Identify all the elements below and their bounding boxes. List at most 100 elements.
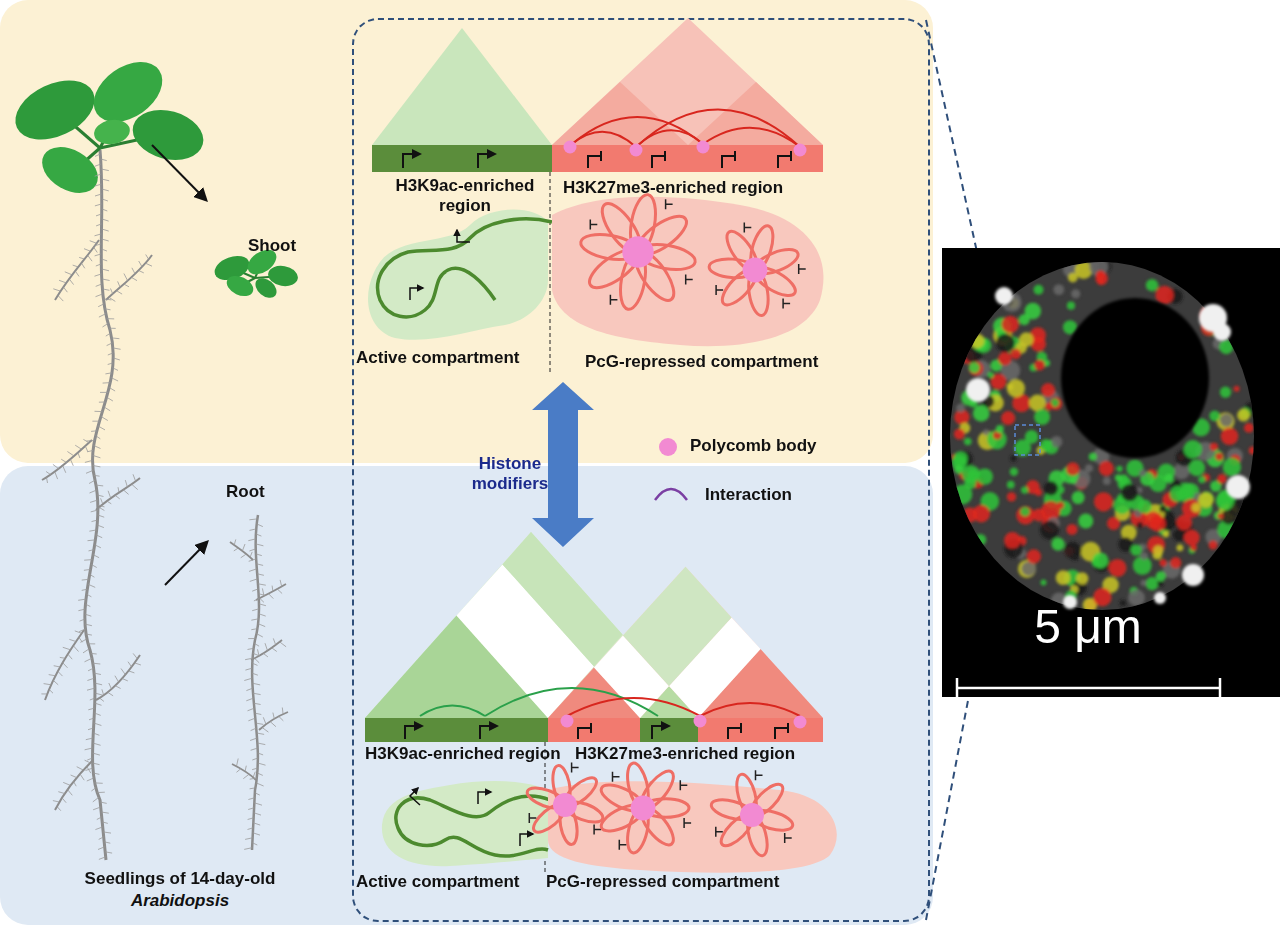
- root-hair: [46, 472, 51, 475]
- repressed-loop: [579, 193, 806, 317]
- root-hair: [98, 847, 105, 850]
- root-hair: [49, 689, 53, 693]
- shoot-chromatin: [368, 210, 548, 340]
- root-hair: [252, 589, 258, 591]
- fluorescence-signal: [1182, 499, 1201, 518]
- root-hair: [94, 673, 101, 674]
- root-hair: [257, 773, 263, 775]
- fluorescence-signal: [1002, 316, 1019, 333]
- root-contact-map: [548, 567, 823, 718]
- root-hair: [100, 802, 107, 803]
- fluorescence-signal: [1067, 524, 1078, 535]
- fluorescence-signal: [1029, 395, 1046, 412]
- fluorescence-signal: [1076, 572, 1088, 584]
- seedling: [85, 150, 113, 860]
- root-contact-map: [420, 688, 658, 716]
- root-hair: [54, 666, 61, 667]
- root-hair: [109, 328, 115, 329]
- shoot-contact-map: [372, 28, 552, 145]
- repressed-loop: [743, 258, 768, 283]
- root-hair: [75, 271, 79, 277]
- root-hair: [93, 773, 99, 774]
- shoot-drawing: [252, 274, 281, 302]
- root-hair: [78, 609, 85, 611]
- fluorescence-signal: [1045, 403, 1053, 411]
- root-hair: [93, 733, 99, 735]
- root-hair: [245, 766, 246, 772]
- root-hair: [259, 604, 266, 606]
- root-hair: [95, 184, 102, 186]
- fluorescence-signal: [1071, 289, 1080, 298]
- fluorescence-signal: [1007, 492, 1016, 501]
- root-hair: [92, 520, 98, 522]
- root-hair: [102, 209, 108, 211]
- root-contact-map: [480, 726, 497, 739]
- fluorescence-signal: [1150, 516, 1166, 532]
- fluorescence-signal: [1020, 507, 1030, 517]
- root-hair: [256, 544, 264, 546]
- root-hair: [90, 698, 95, 700]
- root-hair: [111, 378, 118, 381]
- fluorescence-signal: [1094, 492, 1113, 511]
- region-label: Active compartment: [356, 348, 519, 368]
- root-hair: [259, 614, 266, 616]
- caption-text: Seedlings of 14-day-old: [40, 869, 320, 889]
- shoot-contact-map: [697, 141, 710, 154]
- root-hair: [67, 452, 74, 457]
- repressed-loop: [529, 813, 536, 823]
- root-hair: [86, 604, 91, 606]
- root-contact-map: [485, 688, 658, 716]
- fluorescence-signal: [1131, 544, 1142, 555]
- repressed-loop: [553, 793, 577, 817]
- root-hair: [95, 545, 101, 548]
- root-hair: [86, 634, 92, 635]
- root-hair: [87, 688, 95, 690]
- fluorescence-signal: [1068, 273, 1078, 283]
- root-hair: [103, 299, 111, 300]
- fluorescence-signal: [1051, 436, 1063, 448]
- root-hair: [69, 639, 76, 641]
- root-hair: [254, 599, 259, 601]
- root-hair: [86, 440, 94, 442]
- root-hair: [251, 619, 258, 620]
- root-hair: [85, 624, 92, 626]
- region-label: H3K9ac-enriched region: [365, 744, 561, 764]
- root-hair: [69, 279, 73, 285]
- fluorescence-signal: [1103, 477, 1111, 485]
- root-hair: [99, 857, 106, 860]
- fluorescence-signal: [1139, 469, 1146, 476]
- fluorescence-signal: [975, 534, 986, 545]
- root-hair: [85, 748, 93, 750]
- root-hair: [44, 684, 52, 685]
- root-hair: [106, 333, 111, 336]
- repressed-loop: [744, 223, 751, 233]
- scale-bar: [957, 678, 1220, 698]
- root-hair: [88, 668, 94, 671]
- root-hair: [67, 789, 72, 795]
- fluorescence-signal: [1025, 430, 1039, 444]
- root-hair: [259, 594, 266, 596]
- root-hair: [124, 274, 128, 281]
- root-hair: [96, 284, 102, 287]
- root-hair: [98, 304, 104, 307]
- root-hair: [255, 713, 261, 714]
- root-hair: [81, 263, 84, 268]
- fluorescence-signal: [1159, 559, 1166, 566]
- micrograph-image: [950, 262, 1254, 610]
- shoot-contact-map: [403, 151, 791, 168]
- root-contact-map: [567, 698, 800, 716]
- fluorescence-signal: [1010, 455, 1017, 462]
- root-hair: [135, 663, 141, 665]
- root-hair: [252, 758, 258, 760]
- fluorescence-signal: [1093, 588, 1111, 606]
- chromocenter: [1226, 475, 1250, 499]
- root-hair: [115, 495, 120, 499]
- shoot-chromatin: [552, 197, 823, 346]
- root-hair: [85, 760, 91, 763]
- root-contact-map: [365, 532, 823, 872]
- root-hair: [71, 775, 77, 778]
- fluorescence-signal: [1223, 458, 1241, 476]
- root-chromatin: [410, 788, 420, 805]
- root-hair: [73, 265, 79, 267]
- root-hair: [92, 421, 99, 422]
